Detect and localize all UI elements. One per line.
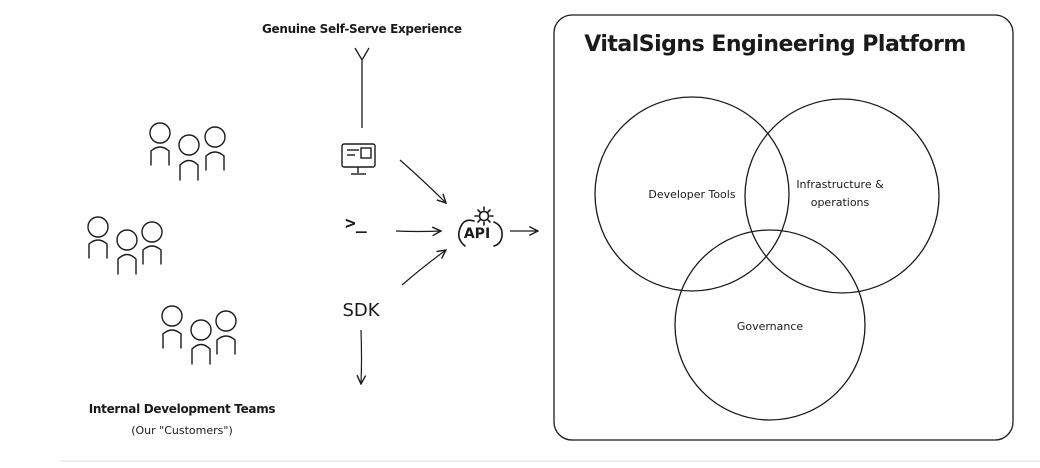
cli-prompt-icon: >_ (345, 213, 367, 234)
people-group-2-icon (87, 216, 163, 275)
platform-title: VitalSigns Engineering Platform (584, 32, 966, 57)
infrastructure-label: Infrastructure & (796, 178, 884, 191)
developer-tools-label: Developer Tools (648, 188, 736, 201)
arrow-cli-to-api (395, 231, 441, 232)
teams-subtitle: (Our "Customers") (131, 424, 233, 437)
cloud-gear-icon (457, 206, 503, 247)
arrow-sdk-down (361, 329, 362, 384)
governance-label: Governance (736, 320, 804, 333)
circle-developer-tools (594, 96, 790, 292)
infrastructure-label-line2: operations (810, 196, 870, 209)
self-serve-label: Genuine Self-Serve Experience (262, 22, 462, 36)
circle-governance (674, 229, 866, 421)
sdk-label: SDK (342, 300, 380, 321)
monitor-icon (341, 143, 376, 175)
api-label: API (463, 226, 491, 242)
people-group-1-icon (149, 122, 226, 181)
teams-title: Internal Development Teams (88, 402, 276, 416)
people-group-3-icon (161, 305, 237, 365)
platform-box (553, 14, 1014, 441)
circle-infrastructure (744, 98, 940, 294)
arrow-console-to-api (399, 159, 446, 203)
fork-line (354, 47, 370, 128)
arrow-sdk-to-api (401, 250, 446, 286)
